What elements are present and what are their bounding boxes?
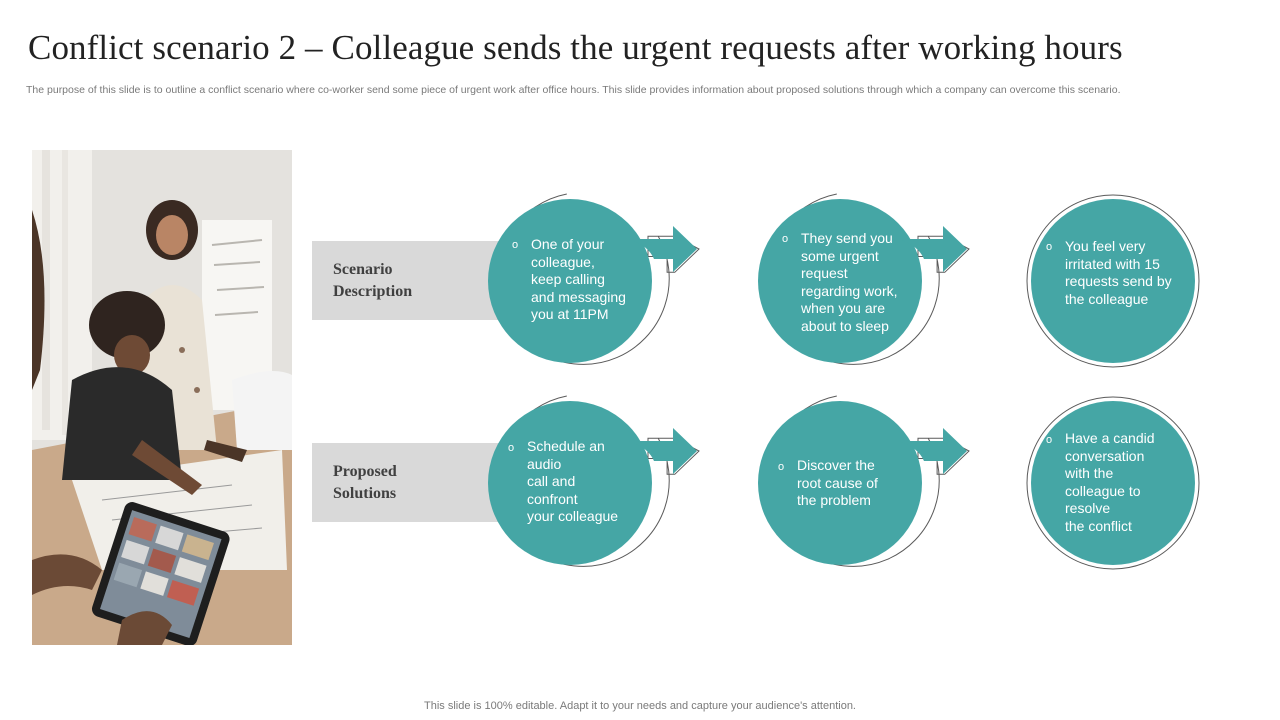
bullet-icon: o xyxy=(1046,241,1053,253)
scenario-step-2: o They send you some urgent request rega… xyxy=(748,193,970,373)
scenario-text: They send you some urgent request regard… xyxy=(801,230,898,334)
bullet-icon: o xyxy=(1046,434,1053,446)
footer-note: This slide is 100% editable. Adapt it to… xyxy=(424,700,856,712)
bullet-icon: o xyxy=(508,442,515,454)
scenario-text: One of your colleague, keep calling and … xyxy=(531,236,626,322)
bullet-icon: o xyxy=(782,233,789,245)
solution-step-2: o Discover the root cause of the problem xyxy=(748,395,970,575)
solution-text: Discover the root cause of the problem xyxy=(797,457,878,508)
proposed-solutions-label: Proposed Solutions xyxy=(312,443,512,522)
solution-text: Schedule an audio call and confront your… xyxy=(527,438,619,524)
scenario-step-3: o You feel very irritated with 15 reques… xyxy=(1020,193,1240,373)
solution-step-3: o Have a candid conversation with the co… xyxy=(1020,395,1240,575)
solution-step-1: o Schedule an audio call and confront yo… xyxy=(478,395,700,575)
slide-subtitle: The purpose of this slide is to outline … xyxy=(26,84,1121,96)
arrow-circle-shape xyxy=(758,395,970,567)
team-meeting-photo xyxy=(32,150,292,645)
circle-shape xyxy=(1026,194,1200,368)
arrow-circle-shape xyxy=(488,395,700,567)
scenario-description-label: Scenario Description xyxy=(312,241,512,320)
bullet-icon: o xyxy=(778,461,785,473)
bullet-icon: o xyxy=(512,239,519,251)
solution-text: Have a candid conversation with the coll… xyxy=(1065,430,1155,534)
slide-title: Conflict scenario 2 – Colleague sends th… xyxy=(28,28,1123,67)
arrow-circle-shape xyxy=(758,193,970,365)
scenario-step-1: o One of your colleague, keep calling an… xyxy=(478,193,700,373)
arrow-circle-shape xyxy=(488,193,700,365)
scenario-text: You feel very irritated with 15 requests… xyxy=(1065,238,1172,307)
circle-shape xyxy=(1026,396,1200,570)
